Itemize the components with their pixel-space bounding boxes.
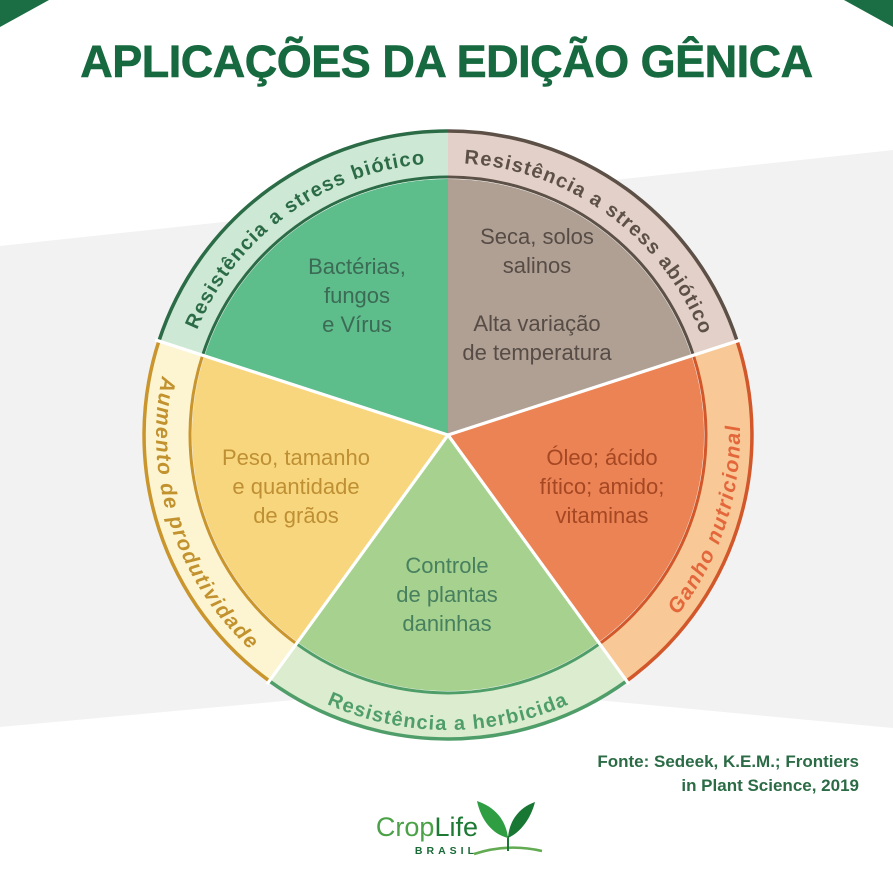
logo-brasil-label: BRASIL xyxy=(414,845,478,857)
text-line: e Vírus xyxy=(322,312,392,337)
corner-triangle-left xyxy=(0,0,49,27)
wedge-text-resistencia-herbicida: Controle de plantas daninhas xyxy=(337,551,557,638)
text-line: Peso, tamanho xyxy=(222,445,370,470)
source-line: Fonte: Sedeek, K.E.M.; Frontiers xyxy=(597,752,859,771)
text-line: Óleo; ácido xyxy=(546,445,658,470)
inner-arc-aumento-produtividade xyxy=(188,354,298,645)
text-line: Seca, solos xyxy=(480,224,594,249)
inner-arc-stress-abiotico xyxy=(447,175,695,356)
left-leaf xyxy=(477,801,508,838)
inner-arc-ganho-nutricional xyxy=(598,354,708,645)
band-resistencia-herbicida xyxy=(269,643,627,739)
wedge-separators xyxy=(154,338,742,686)
inner-arc-resistencia-herbicida xyxy=(295,642,601,695)
wedge-stress-abiotico xyxy=(448,179,692,435)
wedge-aumento-produtividade xyxy=(191,355,449,643)
wedge-text-stress-abiotico: Seca, solos salinos Alta variação de tem… xyxy=(427,222,647,367)
text-line: Bactérias, xyxy=(308,254,406,279)
wedge-stress-biotico xyxy=(204,178,448,435)
text-line: Controle xyxy=(405,553,489,578)
wedge-ganho-nutricional xyxy=(448,355,705,643)
text-line xyxy=(427,280,647,309)
text-line: de plantas xyxy=(396,582,498,607)
outer-arc-stress-abiotico xyxy=(447,129,739,342)
seedling-icon xyxy=(473,801,543,856)
text-line: fítico; amido; xyxy=(539,474,665,499)
corner-triangle-right xyxy=(844,0,893,27)
text-line: salinos xyxy=(502,253,572,278)
band-ganho-nutricional xyxy=(599,341,752,681)
outer-arc-stress-biotico xyxy=(157,129,449,342)
croplife-logo: CropLife BRASIL xyxy=(360,796,545,866)
band-aumento-produtividade xyxy=(144,341,297,681)
text-line: e quantidade xyxy=(232,474,360,499)
wedge-text-ganho-nutricional: Óleo; ácido fítico; amido; vitaminas xyxy=(492,443,712,530)
croplife-wordmark: CropLife BRASIL xyxy=(360,812,478,857)
outer-arc-resistencia-herbicida xyxy=(268,679,628,741)
text-line: de temperatura xyxy=(462,340,612,365)
text-line: daninhas xyxy=(402,611,492,636)
source-line: in Plant Science, 2019 xyxy=(681,776,859,795)
outer-arc-ganho-nutricional xyxy=(625,340,754,683)
inner-arc-stress-biotico xyxy=(201,175,449,356)
text-line: de grãos xyxy=(253,503,339,528)
page-title: APLICAÇÕES DA EDIÇÃO GÊNICA xyxy=(80,36,813,88)
logo-crop-text: Crop xyxy=(375,812,435,842)
text-line: Alta variação xyxy=(473,311,601,336)
logo-life-text: Life xyxy=(434,812,478,842)
text-line: fungos xyxy=(323,283,391,308)
outer-arc-aumento-produtividade xyxy=(142,340,271,683)
wedge-text-aumento-produtividade: Peso, tamanho e quantidade de grãos xyxy=(186,443,406,530)
wedge-resistencia-herbicida xyxy=(297,435,599,692)
text-line: vitaminas xyxy=(555,503,649,528)
right-leaf xyxy=(508,802,535,838)
wedge-text-stress-biotico: Bactérias, fungos e Vírus xyxy=(247,252,467,339)
source-note: Fonte: Sedeek, K.E.M.; Frontiers in Plan… xyxy=(597,750,859,798)
